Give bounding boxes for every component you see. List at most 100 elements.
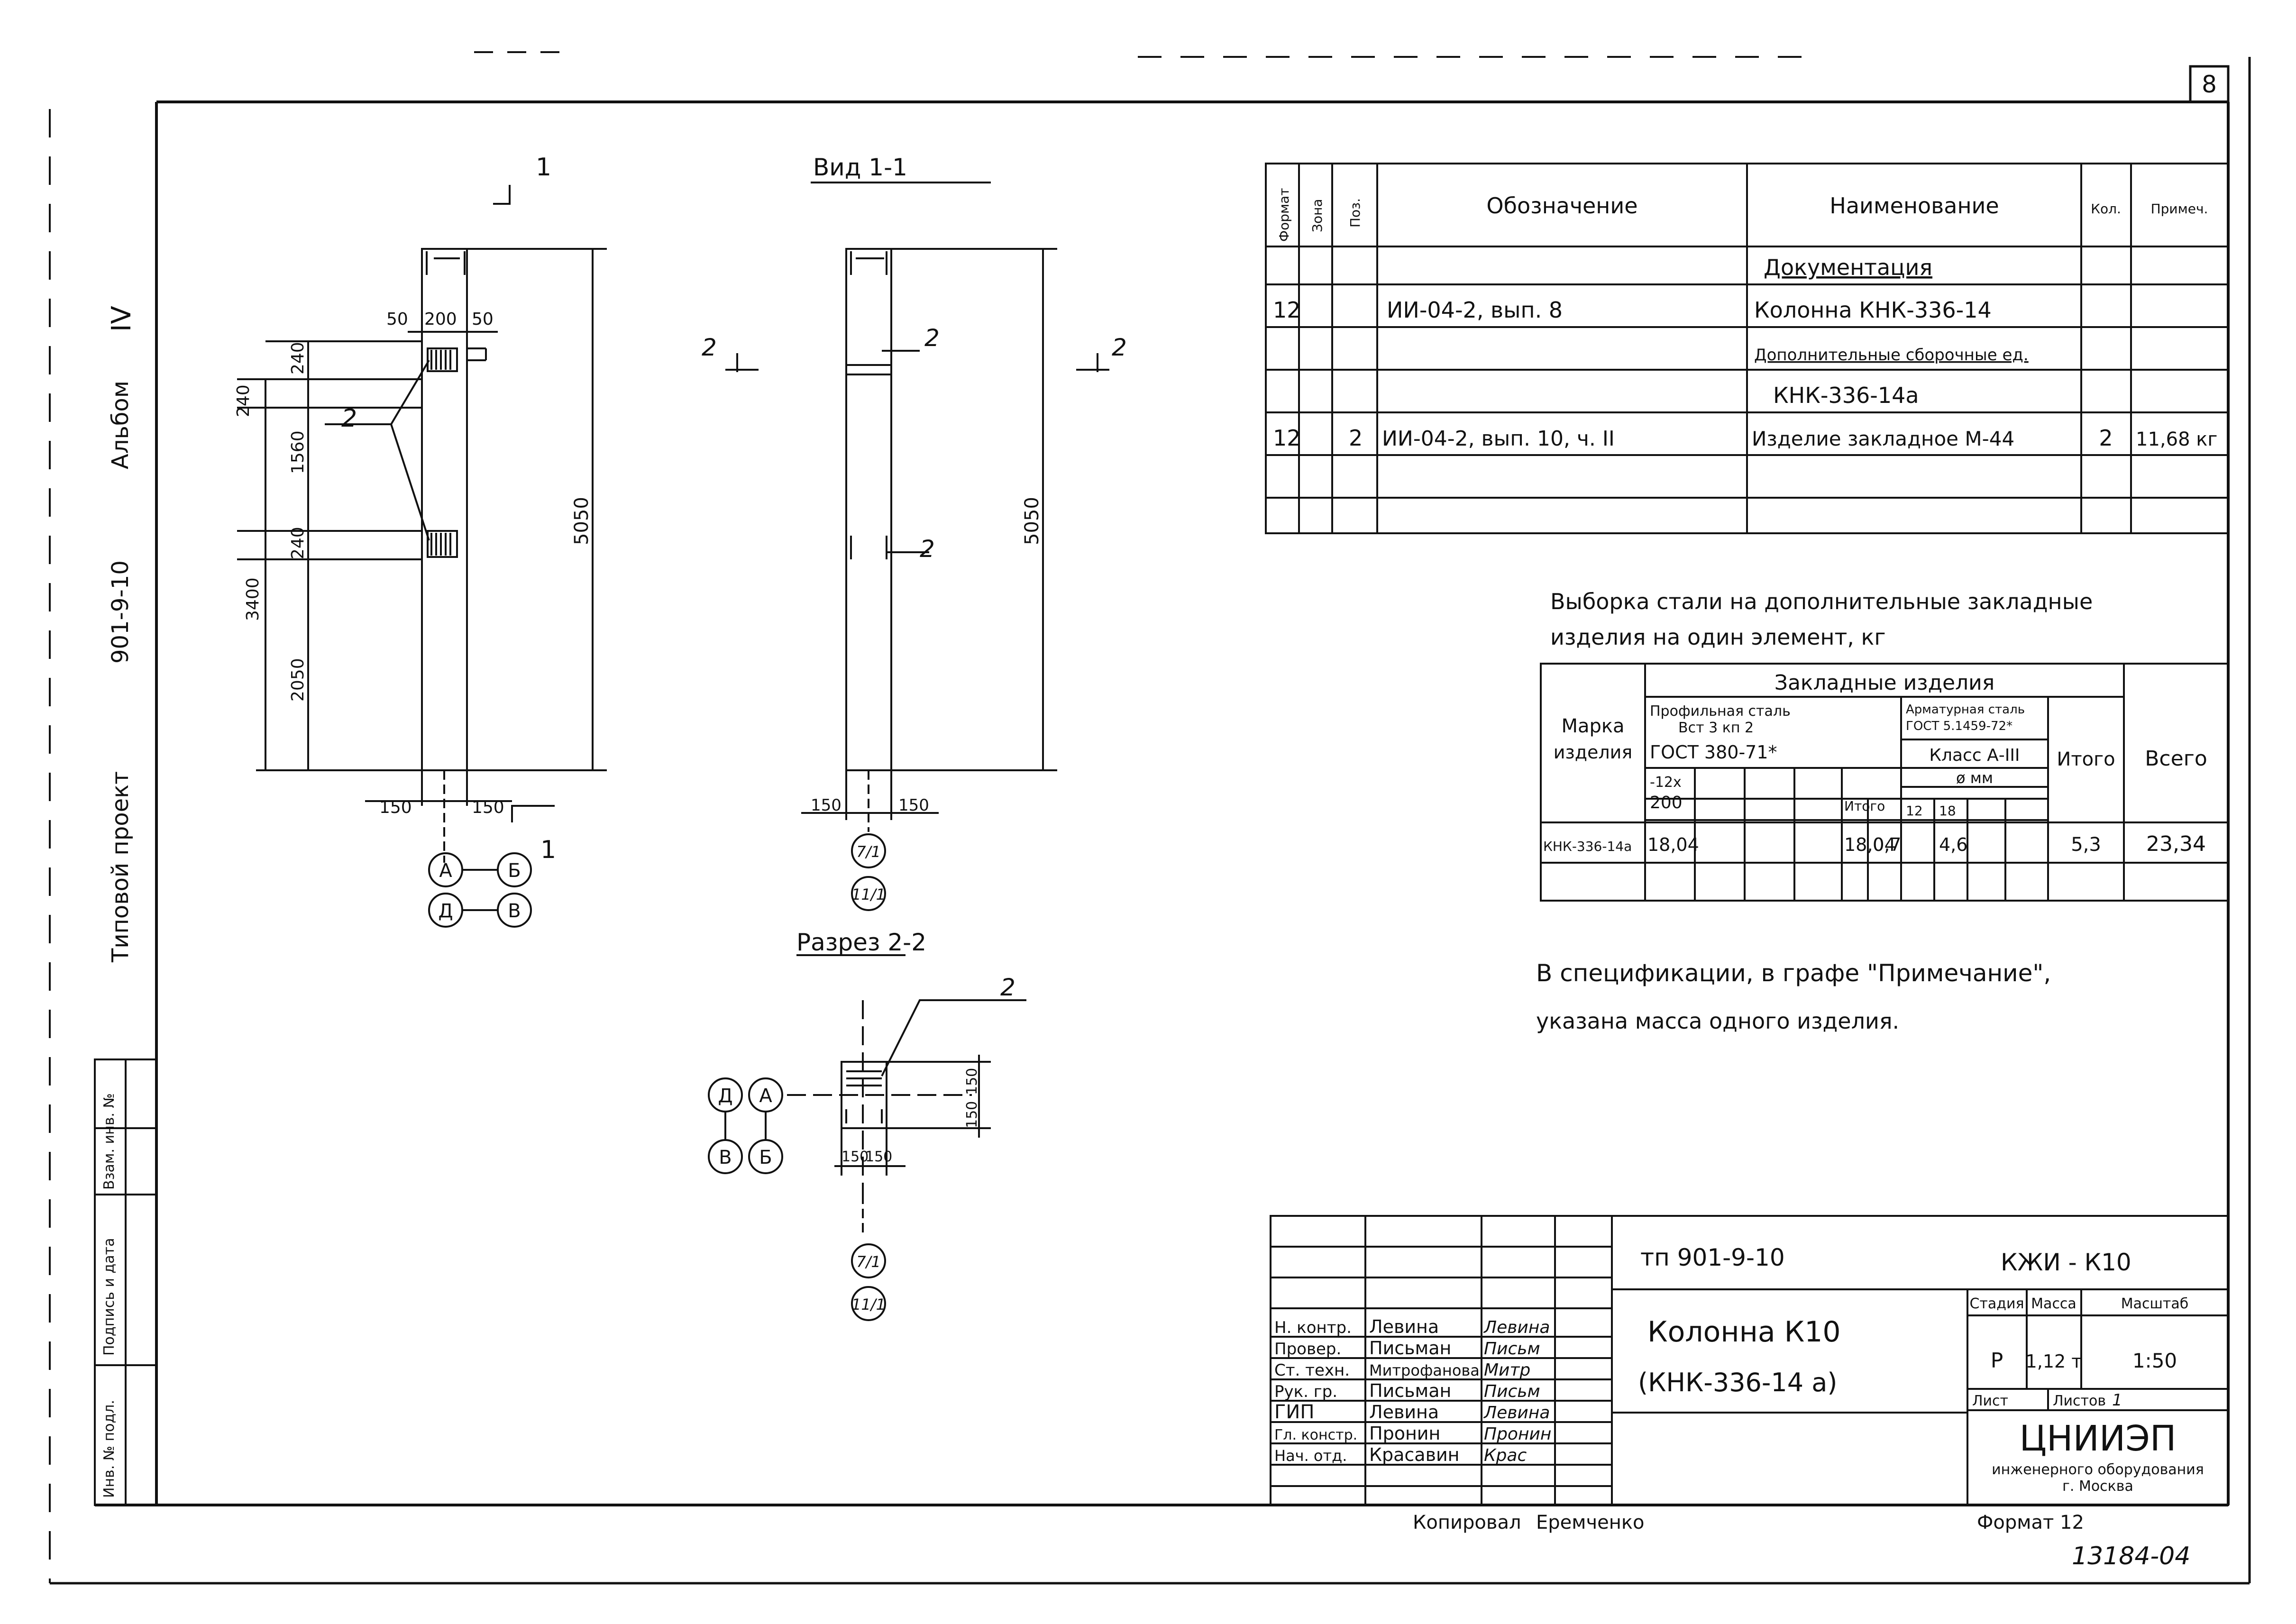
tb-sheets-label: Листов <box>2053 1393 2106 1409</box>
steel-h-mark-1: Марка <box>1561 715 1624 737</box>
spec-r2-name: Дополнительные сборочные ед. <box>1754 346 2029 365</box>
front-dim-top-2: 200 <box>424 310 457 329</box>
section-2-2 <box>708 954 1026 1321</box>
side-callout-2: 2 <box>920 535 935 563</box>
tb-role-6: Гл. констр. <box>1274 1427 1357 1443</box>
steel-title: Выборка стали на дополнительные закладны… <box>1550 589 2093 650</box>
note: В спецификации, в графе "Примечание", ук… <box>1536 959 2051 1034</box>
spec-r4-designation: ИИ-04-2, вып. 10, ч. II <box>1382 427 1615 451</box>
steel-h-profile-2: Вст 3 кп 2 <box>1678 720 1754 736</box>
spec-r1-name: Колонна КНК-336-14 <box>1754 297 1992 323</box>
steel-cell-itogo2: 5,3 <box>2071 834 2101 856</box>
tb-name-line1: Колонна К10 <box>1647 1315 1841 1349</box>
front-dim-top-1: 50 <box>386 310 408 329</box>
steel-title-line2: изделия на один элемент, кг <box>1550 624 1886 650</box>
section-axis-v: В <box>719 1147 732 1168</box>
tb-name-5: Левина <box>1369 1402 1439 1423</box>
steel-h-profile-3: ГОСТ 380-71* <box>1650 742 1777 763</box>
side-dim-bottom-2: 150 <box>898 796 929 815</box>
steel-cell-d12: 0,7 <box>1873 834 1901 855</box>
front-axis-d: Д <box>438 900 453 922</box>
spec-table: Формат Зона Поз. Обозначение Наименовани… <box>1273 188 2217 451</box>
title-block-grid <box>1270 1215 2229 1506</box>
steel-h-plate-1: -12x <box>1650 774 1682 791</box>
spec-h-note: Примеч. <box>2151 201 2208 217</box>
tb-org-name: ЦНИИЭП <box>2019 1418 2176 1459</box>
front-section-mark-bottom: 1 <box>540 836 556 864</box>
note-line2: указана масса одного изделия. <box>1536 1008 1899 1034</box>
spec-h-qty: Кол. <box>2091 201 2121 217</box>
tb-scale-label: Масштаб <box>2121 1296 2189 1312</box>
steel-cell-plate: 18,04 <box>1647 834 1699 855</box>
steel-h-itogo: Итого <box>2057 748 2115 770</box>
sheet-number: 8 <box>2202 71 2217 98</box>
strip-podpis: Подпись и дата <box>101 1238 118 1356</box>
format-label: Формат 12 <box>1977 1512 2084 1533</box>
steel-cell-vsego: 23,34 <box>2146 832 2206 856</box>
front-dim-bottom-2: 150 <box>472 798 504 817</box>
side-axis-ref-2: 11/1 <box>851 885 886 903</box>
left-stamp-strip <box>94 1058 157 1506</box>
front-dim-bottom-1: 150 <box>379 798 412 817</box>
spec-r4-qty: 2 <box>2099 425 2113 451</box>
spec-h-pos: Поз. <box>1347 198 1363 228</box>
tb-role-5: ГИП <box>1274 1401 1314 1423</box>
project-code: 901-9-10 <box>107 560 134 664</box>
tb-stage: Р <box>1991 1349 2003 1373</box>
tb-role-1: Н. контр. <box>1274 1318 1352 1337</box>
section-2-2-labels: Разрез 2-2 2 Д А В Б 150 150 150 150 7/1… <box>718 929 1015 1314</box>
front-axis-v: В <box>508 900 521 922</box>
tb-sign-4: Письм <box>1484 1382 1540 1401</box>
section-axis-ref-1: 7/1 <box>856 1253 881 1271</box>
tb-sign-6: Пронин <box>1484 1424 1551 1444</box>
section-axis-a: А <box>759 1085 772 1107</box>
spec-h-format: Формат <box>1276 188 1292 242</box>
tb-name-line2: (КНК-336-14 а) <box>1638 1368 1837 1397</box>
left-margin-labels: Альбом IV Типовой проект 901-9-10 <box>106 306 137 963</box>
spec-r4-format: 12 <box>1273 425 1301 451</box>
tb-role-3: Ст. техн. <box>1274 1361 1350 1380</box>
tb-name-7: Красавин <box>1369 1444 1460 1465</box>
steel-h-class: Класс А-III <box>1929 746 2020 765</box>
section-axis-d: Д <box>718 1085 732 1107</box>
side-dim-5050: 5050 <box>1021 497 1043 545</box>
section-axis-ref-2: 11/1 <box>851 1296 886 1314</box>
steel-h-mark-2: изделия <box>1554 742 1632 763</box>
front-view-labels: 1 1 50 200 50 240 240 1560 240 3400 2050… <box>234 153 593 922</box>
tb-role-7: Нач. отд. <box>1274 1447 1347 1465</box>
copied-label: Копировал <box>1413 1512 1521 1533</box>
tb-scale: 1:50 <box>2132 1349 2177 1372</box>
section-dim-bottom-1: 150 <box>842 1149 869 1165</box>
spec-row-documentation: Документация <box>1764 255 1932 280</box>
spec-r1-format: 12 <box>1273 297 1301 323</box>
tb-mass-label: Масса <box>2031 1296 2076 1312</box>
steel-h-d12: 12 <box>1906 803 1923 819</box>
tb-name-4: Письман <box>1369 1380 1451 1401</box>
steel-h-itogo-small: Итого <box>1844 798 1885 814</box>
spec-r4-pos: 2 <box>1349 425 1363 451</box>
tb-name-6: Пронин <box>1369 1423 1440 1444</box>
album-number: IV <box>106 306 137 332</box>
spec-r4-note: 11,68 кг <box>2136 429 2217 450</box>
steel-h-rebar-2: ГОСТ 5.1459-72* <box>1906 719 2012 733</box>
tb-org-sub2: г. Москва <box>2062 1478 2133 1495</box>
section-axis-b: Б <box>759 1147 772 1168</box>
tb-role-4: Рук. гр. <box>1274 1382 1337 1401</box>
tb-sheet-label: Лист <box>1972 1393 2008 1409</box>
front-dim-5050: 5050 <box>571 497 593 545</box>
tb-role-2: Провер. <box>1274 1340 1341 1359</box>
spec-h-designation: Обозначение <box>1486 193 1637 219</box>
tb-sign-3: Митр <box>1484 1360 1530 1380</box>
side-axis-ref-1: 7/1 <box>856 843 881 861</box>
front-section-mark-top: 1 <box>536 153 551 182</box>
section-2-2-title: Разрез 2-2 <box>796 929 926 956</box>
spec-h-name: Наименование <box>1829 193 1999 219</box>
steel-h-d18: 18 <box>1939 803 1956 819</box>
tb-sheets-value: 1 <box>2112 1391 2122 1410</box>
section-dim-right-2: 150 <box>964 1101 980 1128</box>
tb-org-sub1: инженерного оборудования <box>1992 1461 2204 1478</box>
copied-name: Еремченко <box>1536 1512 1644 1533</box>
tb-name-3: Митрофанова <box>1369 1361 1480 1379</box>
spec-h-zone: Зона <box>1309 199 1325 232</box>
